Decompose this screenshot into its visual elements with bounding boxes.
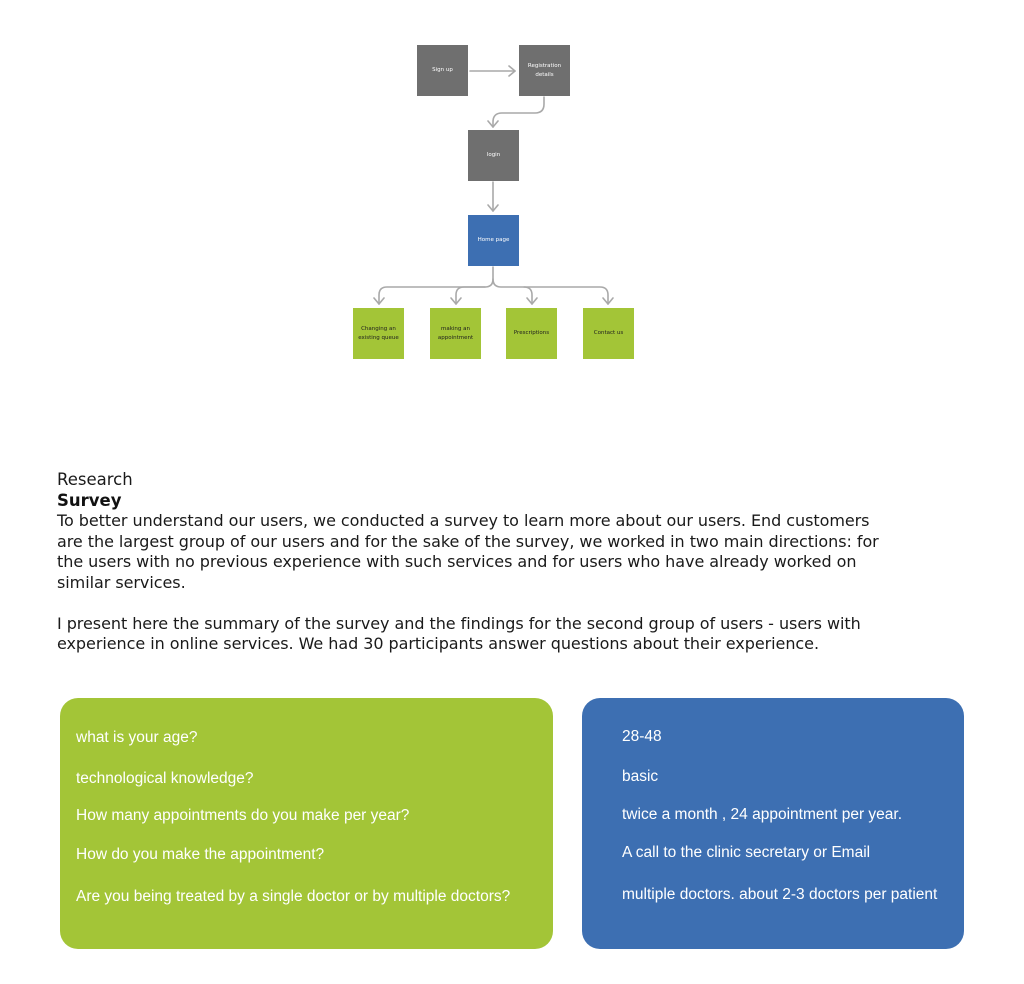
arrowhead-prescriptions xyxy=(526,297,538,305)
arrow-registration-to-login xyxy=(492,96,545,128)
node-home-page: Home page xyxy=(468,215,519,266)
arrow-home-to-making xyxy=(455,286,486,305)
survey-answer: multiple doctors. about 2-3 doctors per … xyxy=(622,886,938,903)
arrowhead-contact xyxy=(602,297,614,305)
survey-question: what is your age? xyxy=(76,729,198,746)
node-changing-queue-label: Changing an existing queue xyxy=(358,326,399,341)
survey-question: How do you make the appointment? xyxy=(76,846,325,863)
flowchart-connectors xyxy=(373,65,614,305)
survey-question: technological knowledge? xyxy=(76,770,254,787)
node-signup-label: Sign up xyxy=(432,67,453,74)
arrow-home-to-prescriptions xyxy=(492,278,533,305)
survey-answer: basic xyxy=(622,768,659,785)
node-contact-label: Contact us xyxy=(593,330,624,337)
arrow-home-to-contact xyxy=(523,286,609,305)
arrow-home-branch xyxy=(378,266,494,305)
survey-subheading: Survey xyxy=(57,491,122,510)
node-home-label: Home page xyxy=(477,237,510,244)
node-prescriptions-label: Prescriptions xyxy=(513,330,550,337)
node-registration-details: Registration details xyxy=(519,45,570,96)
node-registration-label: Registration details xyxy=(527,63,562,78)
node-changing-queue: Changing an existing queue xyxy=(353,308,404,359)
research-paragraph-1: To better understand our users, we condu… xyxy=(57,511,879,592)
arrowhead-login-to-home xyxy=(487,204,499,212)
research-heading: Research xyxy=(57,470,133,489)
node-making-appointment-label: making an appointment xyxy=(437,326,474,341)
survey-answers-card: 28-48 basic twice a month , 24 appointme… xyxy=(582,698,964,949)
survey-questions-card: what is your age? technological knowledg… xyxy=(60,698,553,949)
arrowhead-changing xyxy=(373,297,385,305)
node-signup: Sign up xyxy=(417,45,468,96)
node-login-label: login xyxy=(486,152,501,159)
survey-answer: twice a month , 24 appointment per year. xyxy=(622,806,903,823)
node-prescriptions: Prescriptions xyxy=(506,308,557,359)
survey-answer: 28-48 xyxy=(622,728,662,745)
node-making-appointment: making an appointment xyxy=(430,308,481,359)
survey-question: How many appointments do you make per ye… xyxy=(76,807,410,824)
arrowhead-signup-to-registration xyxy=(508,65,516,77)
survey-answer: A call to the clinic secretary or Email xyxy=(622,844,871,861)
node-login: login xyxy=(468,130,519,181)
research-paragraph-2: I present here the summary of the survey… xyxy=(57,613,861,654)
arrowhead-registration-to-login xyxy=(487,120,499,128)
arrowhead-making xyxy=(450,297,462,305)
node-contact-us: Contact us xyxy=(583,308,634,359)
research-section: Research Survey To better understand our… xyxy=(57,469,957,655)
survey-question: Are you being treated by a single doctor… xyxy=(76,888,511,905)
